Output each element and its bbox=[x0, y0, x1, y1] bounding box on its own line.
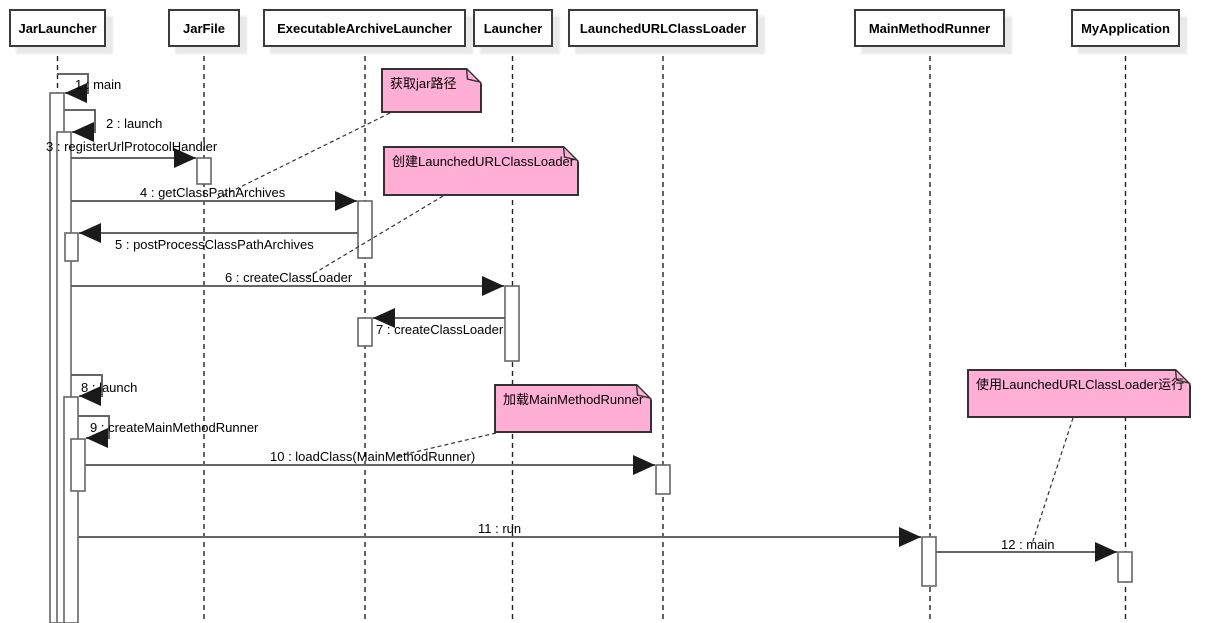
activation-jarfile bbox=[196, 157, 212, 185]
activation-launchedurlclassloader bbox=[655, 464, 671, 495]
note-text: 加载MainMethodRunner bbox=[503, 392, 644, 407]
note-text: 使用LaunchedURLClassLoader运行 bbox=[976, 377, 1185, 392]
note-fold-icon bbox=[466, 68, 482, 84]
note-connector-1 bbox=[215, 112, 391, 200]
message-label-5: 5 : postProcessClassPathArchives bbox=[115, 237, 314, 252]
note-connectors bbox=[215, 112, 1074, 545]
participant-launcher: Launcher bbox=[473, 9, 553, 47]
activation-bars bbox=[49, 92, 1133, 623]
activation-jarlauncher-postprocess bbox=[64, 232, 79, 262]
note-load-mainmethodrunner: 加载MainMethodRunner bbox=[494, 384, 652, 433]
message-label-11: 11 : run bbox=[478, 521, 522, 536]
activation-myapplication bbox=[1117, 551, 1133, 583]
note-fold-icon bbox=[636, 384, 652, 400]
message-label-7: 7 : createClassLoader bbox=[376, 322, 504, 337]
message-label-8: 8 : launch bbox=[81, 380, 138, 395]
message-label-10: 10 : loadClass(MainMethodRunner) bbox=[270, 449, 476, 464]
message-label-9: 9 : createMainMethodRunner bbox=[90, 420, 259, 435]
participant-executablearchivelauncher: ExecutableArchiveLauncher bbox=[263, 9, 466, 47]
participant-myapplication: MyApplication bbox=[1071, 9, 1180, 47]
participant-jarfile: JarFile bbox=[168, 9, 240, 47]
participant-mainmethodrunner: MainMethodRunner bbox=[854, 9, 1005, 47]
note-text: 获取jar路径 bbox=[390, 76, 457, 91]
message-label-3: 3 : registerUrlProtocolHandler bbox=[46, 139, 218, 154]
note-fold-icon bbox=[1175, 369, 1191, 385]
message-arrows bbox=[57, 73, 1117, 562]
activation-launcher bbox=[504, 285, 520, 362]
message-label-2: 2 : launch bbox=[106, 116, 163, 131]
activation-executablearchivelauncher-2 bbox=[357, 317, 373, 347]
note-fold-icon bbox=[563, 146, 579, 162]
note-connector-4 bbox=[1031, 417, 1074, 545]
message-label-12: 12 : main bbox=[1001, 537, 1055, 552]
message-arrow-1-main bbox=[57, 73, 89, 103]
note-connector-3 bbox=[397, 432, 497, 457]
note-text: 创建LaunchedURLClassLoader bbox=[392, 154, 575, 169]
participant-launchedurlclassloader: LaunchedURLClassLoader bbox=[568, 9, 758, 47]
message-arrow-8-launch bbox=[71, 374, 103, 406]
note-connector-2 bbox=[307, 195, 444, 278]
message-arrow-9-createmainmethodrunner bbox=[78, 415, 110, 448]
note-get-jar-path: 获取jar路径 bbox=[381, 68, 482, 113]
activation-jarlauncher-createmainmethodrunner bbox=[70, 438, 86, 492]
activation-mainmethodrunner bbox=[921, 536, 937, 587]
message-label-4: 4 : getClassPathArchives bbox=[140, 185, 286, 200]
activation-jarlauncher-launch2 bbox=[63, 396, 79, 623]
note-run-with-launchedurlclassloader: 使用LaunchedURLClassLoader运行 bbox=[967, 369, 1191, 418]
note-create-launchedurlclassloader: 创建LaunchedURLClassLoader bbox=[383, 146, 579, 196]
activation-executablearchivelauncher-1 bbox=[357, 200, 373, 259]
message-arrow-2-launch bbox=[64, 109, 96, 142]
message-label-1: 1 : main bbox=[75, 77, 122, 92]
participant-jarlauncher: JarLauncher bbox=[9, 9, 106, 47]
message-label-6: 6 : createClassLoader bbox=[225, 270, 353, 285]
